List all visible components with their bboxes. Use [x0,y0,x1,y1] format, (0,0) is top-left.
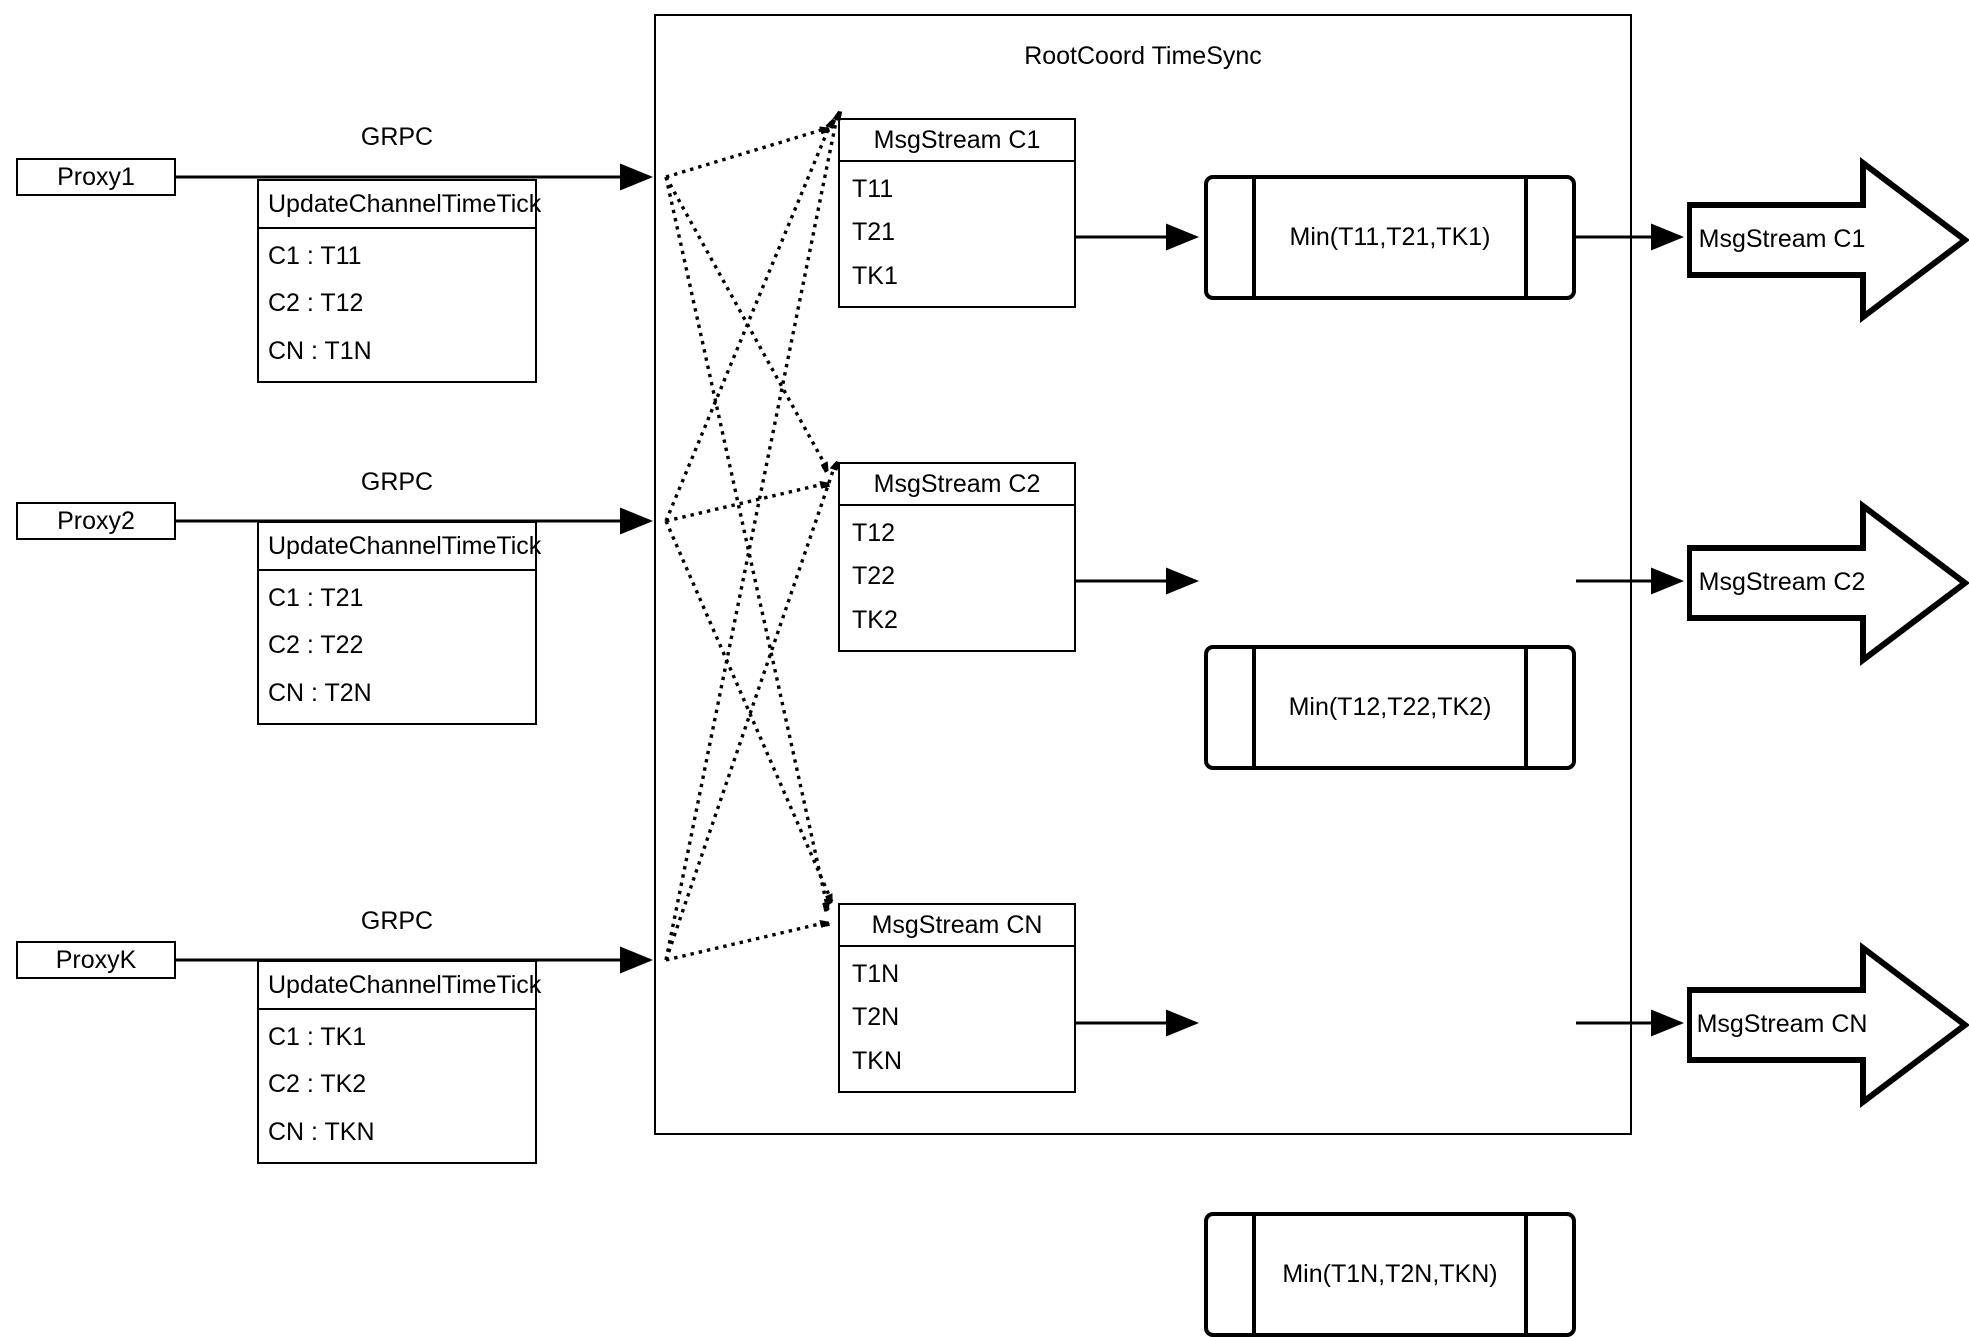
output-block-arrow-label-2: MsgStream C2 [1698,568,1866,596]
output-block-arrow-label-3: MsgStream CN [1696,1010,1868,1038]
grpc-label-2: GRPC [360,468,434,496]
proxy-label-3: ProxyK [55,945,137,974]
min-label-3: Min(T1N,T2N,TKN) [1282,1260,1498,1288]
subroutine-bar-left-icon [1252,179,1256,296]
update-channel-timetick-box-3[interactable]: UpdateChannelTimeTick C1 : TK1 C2 : TK2 … [257,960,541,1164]
rootcoord-timesync-container [654,14,1632,1135]
msgstream-value: T11 [852,175,894,204]
uctt-title-1: UpdateChannelTimeTick [259,181,541,229]
proxy-box-1[interactable]: Proxy1 [16,158,176,196]
msgstream-values-1: T11 T21 TK1 [840,162,1074,306]
uctt-entry: C2 : TK2 [268,1070,367,1099]
proxy-box-2[interactable]: Proxy2 [16,502,176,540]
diagram-canvas: RootCoord TimeSync Proxy1 GRPC UpdateCha… [16,14,1969,1337]
uctt-entry: C2 : T12 [268,289,364,318]
msgstream-box-1[interactable]: MsgStream C1 T11 T21 TK1 [838,118,1076,308]
uctt-entries-3: C1 : TK1 C2 : TK2 CN : TKN [259,1010,535,1162]
proxy-label-2: Proxy2 [57,506,135,535]
uctt-entry: C1 : TK1 [268,1023,367,1052]
msgstream-value: T1N [852,960,900,989]
subroutine-bar-left-icon [1252,649,1256,766]
uctt-title-2: UpdateChannelTimeTick [259,523,541,571]
update-channel-timetick-box-1[interactable]: UpdateChannelTimeTick C1 : T11 C2 : T12 … [257,179,541,383]
msgstream-box-2[interactable]: MsgStream C2 T12 T22 TK2 [838,462,1076,652]
uctt-entry: CN : TKN [268,1117,375,1146]
update-channel-timetick-box-2[interactable]: UpdateChannelTimeTick C1 : T21 C2 : T22 … [257,521,541,725]
uctt-entries-1: C1 : T11 C2 : T12 CN : T1N [259,229,535,381]
min-label-1: Min(T11,T21,TK1) [1289,223,1491,251]
msgstream-values-2: T12 T22 TK2 [840,506,1074,650]
uctt-entry: CN : T2N [268,678,372,707]
output-block-arrow-label-1: MsgStream C1 [1698,225,1866,253]
msgstream-title-3: MsgStream CN [840,905,1074,947]
msgstream-value: TK1 [852,261,898,290]
proxy-box-3[interactable]: ProxyK [16,941,176,979]
min-label-2: Min(T12,T22,TK2) [1288,693,1492,721]
uctt-entry: C1 : T11 [268,242,362,271]
msgstream-value: T21 [852,218,896,247]
rootcoord-timesync-title: RootCoord TimeSync [1024,42,1262,70]
min-process-box-1[interactable]: Min(T11,T21,TK1) [1204,175,1576,300]
uctt-entry: C1 : T21 [268,584,364,613]
msgstream-box-3[interactable]: MsgStream CN T1N T2N TKN [838,903,1076,1093]
min-process-box-3[interactable]: Min(T1N,T2N,TKN) [1204,1212,1576,1337]
subroutine-bar-left-icon [1252,1216,1256,1333]
subroutine-bar-right-icon [1524,179,1528,296]
uctt-entry: C2 : T22 [268,631,364,660]
msgstream-values-3: T1N T2N TKN [840,947,1074,1091]
output-block-arrow-3[interactable]: MsgStream CN [1686,940,1969,1110]
msgstream-value: T22 [852,562,896,591]
uctt-entries-2: C1 : T21 C2 : T22 CN : T2N [259,571,535,723]
output-block-arrow-1[interactable]: MsgStream C1 [1686,155,1969,325]
uctt-entry: CN : T1N [268,336,372,365]
output-block-arrow-2[interactable]: MsgStream C2 [1686,498,1969,668]
msgstream-value: T12 [852,519,896,548]
proxy-label-1: Proxy1 [57,162,135,191]
msgstream-title-2: MsgStream C2 [840,464,1074,506]
grpc-label-1: GRPC [360,123,434,151]
min-process-box-2[interactable]: Min(T12,T22,TK2) [1204,645,1576,770]
subroutine-bar-right-icon [1524,649,1528,766]
msgstream-value: TK2 [852,605,898,634]
grpc-label-3: GRPC [360,907,434,935]
uctt-title-3: UpdateChannelTimeTick [259,962,541,1010]
subroutine-bar-right-icon [1524,1216,1528,1333]
msgstream-value: TKN [852,1046,902,1075]
msgstream-title-1: MsgStream C1 [840,120,1074,162]
msgstream-value: T2N [852,1003,900,1032]
